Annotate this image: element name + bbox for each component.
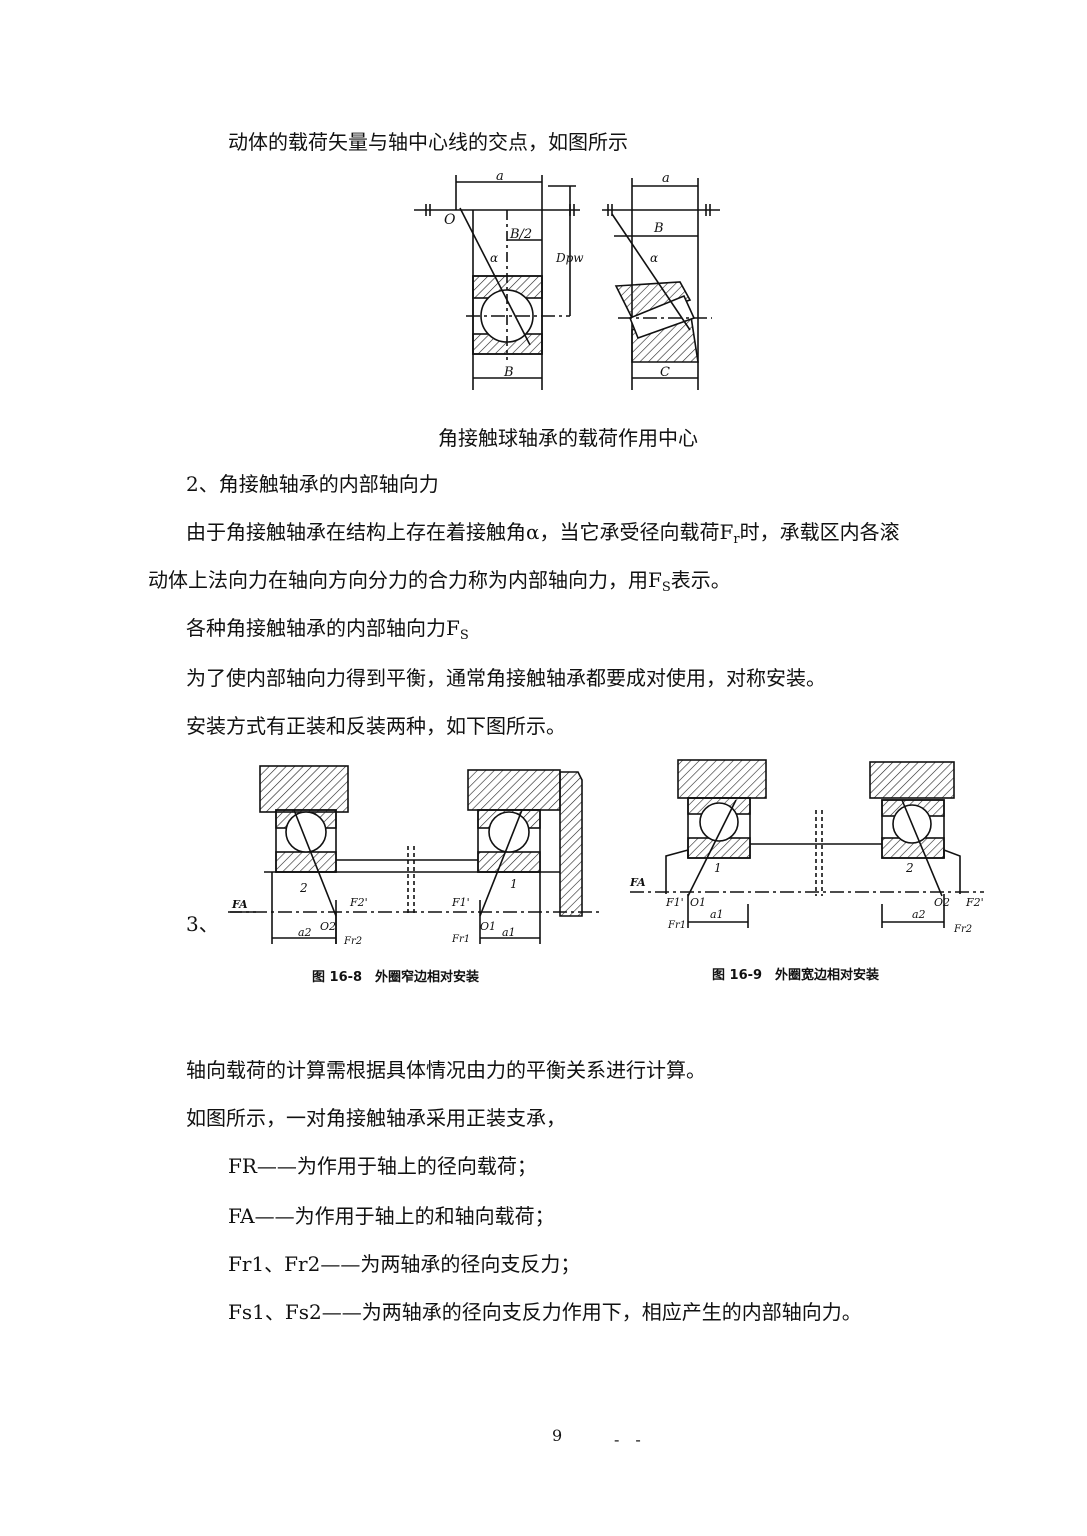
label-B-bottom: B <box>503 365 514 380</box>
label-O: O <box>444 212 456 228</box>
label-a-left: a <box>496 169 504 184</box>
label-a-right: a <box>662 171 670 186</box>
page-number: 9 <box>552 1426 563 1445</box>
paragraph-5: 轴向载荷的计算需根据具体情况由力的平衡关系进行计算。 <box>186 1058 706 1082</box>
fig2-label-2: 2 <box>299 881 308 895</box>
footer-dashes: - - <box>614 1430 641 1449</box>
heading-2: 2、角接触轴承的内部轴向力 <box>186 472 439 496</box>
paragraph-2: 各种角接触轴承的内部轴向力FS <box>186 616 469 643</box>
fig2-label-F1p: F1' <box>451 896 470 909</box>
heading-3-partial: 3、 <box>186 912 219 936</box>
label-B-right: B <box>653 221 664 236</box>
fig3-label-F1p: F1' <box>665 896 684 909</box>
paragraph-1-line-2: 动体上法向力在轴向方向分力的合力称为内部轴向力，用FS表示。 <box>148 568 731 595</box>
paragraph-1-line-1: 由于角接触轴承在结构上存在着接触角α，当它承受径向载荷Fr时，承载区内各滚 <box>186 520 900 547</box>
fig3-label-O1: O1 <box>690 896 706 909</box>
fig3-label-a2: a2 <box>912 908 926 921</box>
fig2-label-Fr2: Fr2 <box>343 936 362 947</box>
fig2-label-a1: a1 <box>502 926 516 939</box>
paragraph-3: 为了使内部轴向力得到平衡，通常角接触轴承都要成对使用，对称安装。 <box>186 666 826 690</box>
figure-16-9-caption: 图 16-9 外圈宽边相对安装 <box>712 968 880 983</box>
fig3-label-Fr1: Fr1 <box>667 920 686 931</box>
fig3-label-2: 2 <box>905 861 914 875</box>
text-line-1: 动体的载荷矢量与轴中心线的交点，如图所示 <box>228 130 628 154</box>
label-C: C <box>660 365 670 380</box>
fig3-label-1: 1 <box>714 861 722 875</box>
fig2-label-O1: O1 <box>480 920 496 933</box>
fig3-label-O2: O2 <box>934 896 950 909</box>
fig2-label-F2p: F2' <box>349 896 368 909</box>
paragraph-4: 安装方式有正装和反装两种，如下图所示。 <box>186 714 566 738</box>
definition-Fs: Fs1、Fs2——为两轴承的径向支反力作用下，相应产生的内部轴向力。 <box>228 1300 862 1324</box>
fig2-label-Fr1: Fr1 <box>451 934 470 945</box>
definition-Fr: Fr1、Fr2——为两轴承的径向支反力； <box>228 1252 581 1276</box>
definition-FA: FA——为作用于轴上的和轴向载荷； <box>228 1204 555 1228</box>
fig2-label-1: 1 <box>510 877 518 891</box>
fig3-label-Fr2: Fr2 <box>953 924 972 935</box>
definition-FR: FR——为作用于轴上的径向载荷； <box>228 1154 537 1178</box>
label-alpha-right: α <box>650 251 658 265</box>
fig3-label-a1: a1 <box>710 908 724 921</box>
figure-16-8-caption: 图 16-8 外圈窄边相对安装 <box>312 970 480 985</box>
label-Dpw: Dpw <box>555 251 584 265</box>
label-B-half: B/2 <box>509 227 532 242</box>
fig2-label-O2: O2 <box>320 920 336 933</box>
paragraph-6: 如图所示，一对角接触轴承采用正装支承， <box>186 1106 566 1130</box>
fig3-label-F2p: F2' <box>965 896 984 909</box>
figure-1-caption: 角接触球轴承的载荷作用中心 <box>438 426 698 450</box>
fig2-label-a2: a2 <box>298 926 312 939</box>
fig2-label-FA: FA <box>231 898 248 911</box>
fig3-label-FA: FA <box>629 876 646 889</box>
label-alpha-left: α <box>490 251 498 265</box>
